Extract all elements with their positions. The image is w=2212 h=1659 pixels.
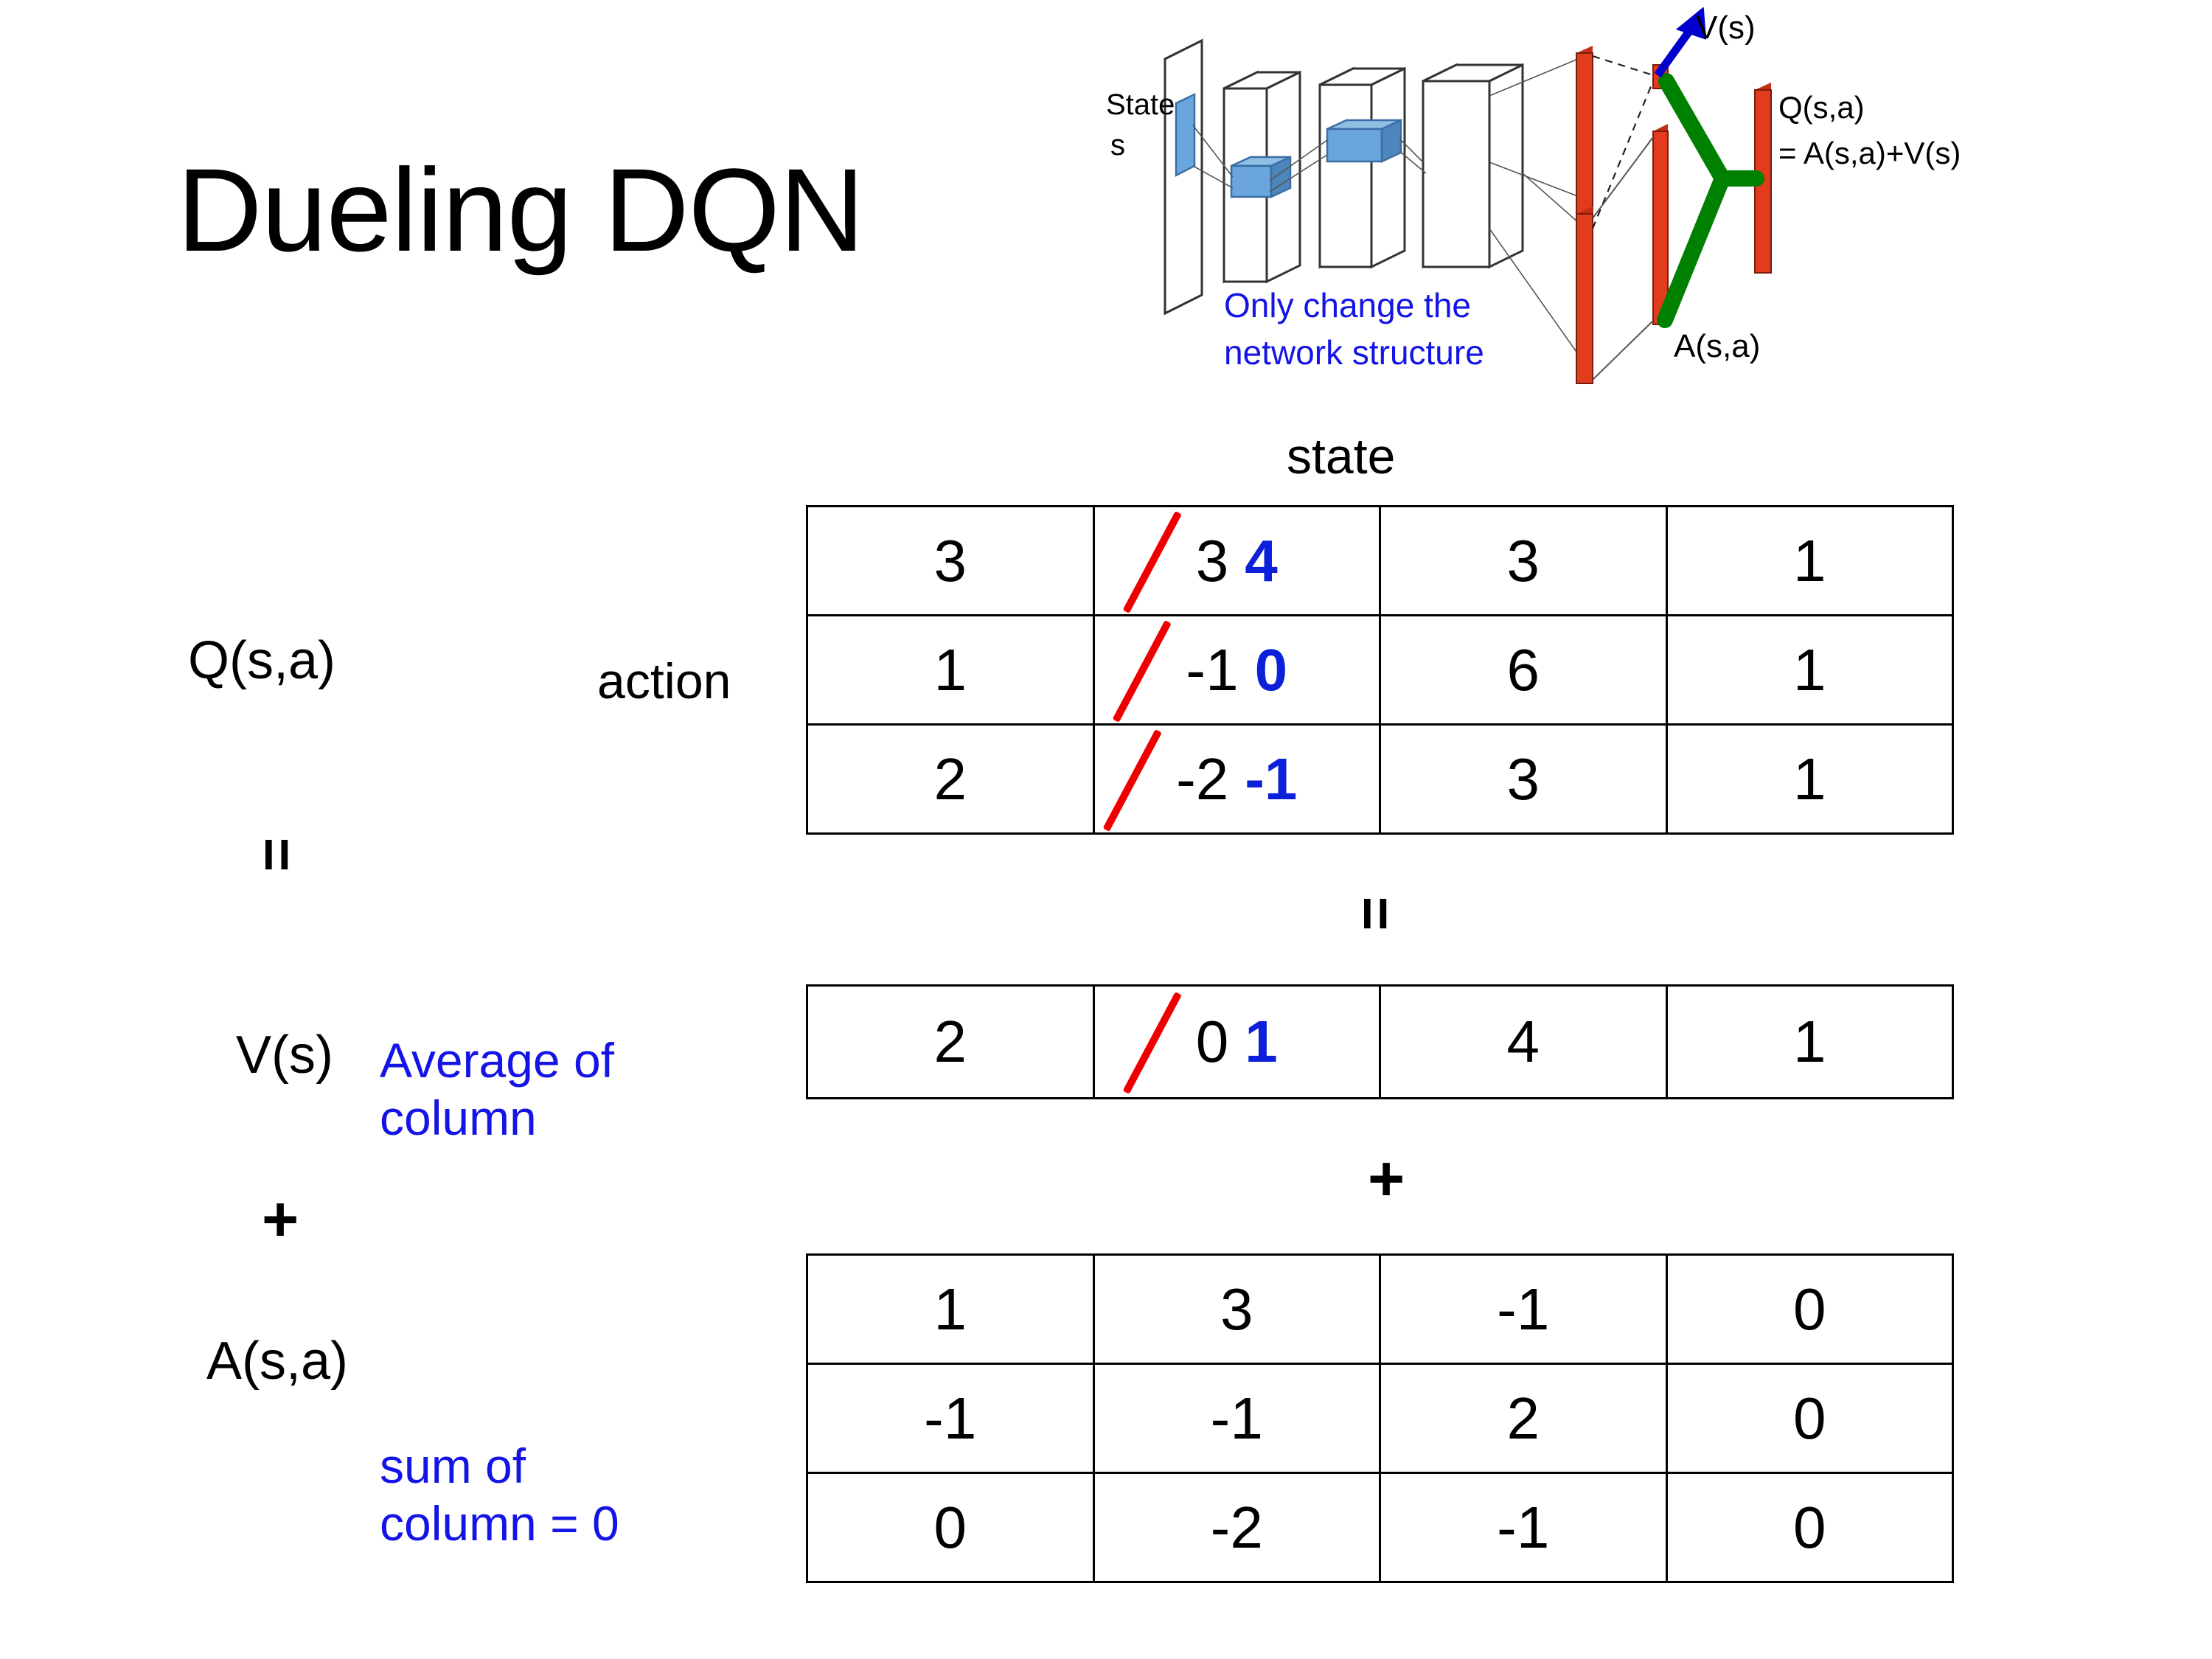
sum-of-column-note: sum of column = 0 [380, 1438, 741, 1553]
dueling-network-diagram: State s V(s) A(s,a) Q(s,a) = A(s,a)+V(s)… [1106, 7, 2197, 406]
equals-sign-left: = [244, 837, 310, 868]
sum-note-line2: column = 0 [380, 1495, 619, 1551]
corrected-new-value: 4 [1245, 527, 1278, 594]
action-axis-label: action [597, 653, 731, 709]
table-cell: 1 [806, 1253, 1095, 1365]
diagram-note-line2: network structure [1224, 333, 1484, 372]
table-cell: 1 [1665, 984, 1954, 1099]
table-cell: -2 [1092, 1472, 1381, 1583]
table-cell: 2 [806, 723, 1095, 835]
diagram-state-label-line1: State [1106, 88, 1175, 121]
table-cell: 1 [1665, 614, 1954, 726]
struck-old-value: 3 [1195, 527, 1229, 594]
state-axis-header: state [1287, 428, 1396, 484]
equals-sign-center: = [1343, 896, 1409, 927]
diagram-a-output-label: A(s,a) [1674, 328, 1760, 364]
struck-old-value: -1 [1186, 636, 1239, 703]
table-cell: 2 [1379, 1363, 1668, 1474]
table-cell: 1 [1665, 505, 1954, 616]
corrected-new-value: 1 [1245, 1009, 1278, 1074]
table-cell: 3 [1379, 505, 1668, 616]
table-cell: 0 [1665, 1363, 1954, 1474]
table-cell: 0 [1665, 1472, 1954, 1583]
diagram-state-label-line2: s [1110, 129, 1125, 161]
table-cell: 3 [1379, 723, 1668, 835]
diagram-q-output-label-line2: = A(s,a)+V(s) [1778, 136, 1961, 170]
sum-note-line1: sum of [380, 1439, 526, 1493]
table-cell: 0 [1665, 1253, 1954, 1365]
corrected-new-value: -1 [1245, 745, 1298, 812]
table-cell: -1 [806, 1363, 1095, 1474]
table-cell: 0 [806, 1472, 1095, 1583]
diagram-note-line1: Only change the [1224, 286, 1471, 324]
plus-sign-center: + [1368, 1144, 1405, 1214]
table-cell: 1 [1665, 723, 1954, 835]
table-cell: 4 [1379, 984, 1668, 1099]
plus-sign-left: + [262, 1184, 299, 1255]
diagram-q-output-label-line1: Q(s,a) [1778, 90, 1865, 125]
average-note-line2: column [380, 1090, 537, 1145]
struck-old-value: -2 [1176, 745, 1229, 812]
advantage-function-label: A(s,a) [206, 1332, 349, 1391]
table-cell: 6 [1379, 614, 1668, 726]
table-cell: -1 [1092, 1363, 1381, 1474]
table-cell: -1 [1379, 1253, 1668, 1365]
table-cell: 1 [806, 614, 1095, 726]
q-function-label: Q(s,a) [188, 631, 336, 690]
average-note-line1: Average of [380, 1033, 615, 1088]
average-of-column-note: Average of column [380, 1032, 726, 1147]
corrected-new-value: 0 [1254, 636, 1288, 703]
page-title: Dueling DQN [177, 144, 865, 276]
table-cell: 3 [1092, 1253, 1381, 1365]
table-cell: 2 [806, 984, 1095, 1099]
struck-old-value: 0 [1195, 1009, 1229, 1074]
table-cell: -1 [1379, 1472, 1668, 1583]
table-cell: -2-1 [1092, 723, 1381, 835]
diagram-v-output-label: V(s) [1696, 10, 1756, 46]
table-cell: 3 [806, 505, 1095, 616]
value-function-label: V(s) [236, 1026, 333, 1085]
